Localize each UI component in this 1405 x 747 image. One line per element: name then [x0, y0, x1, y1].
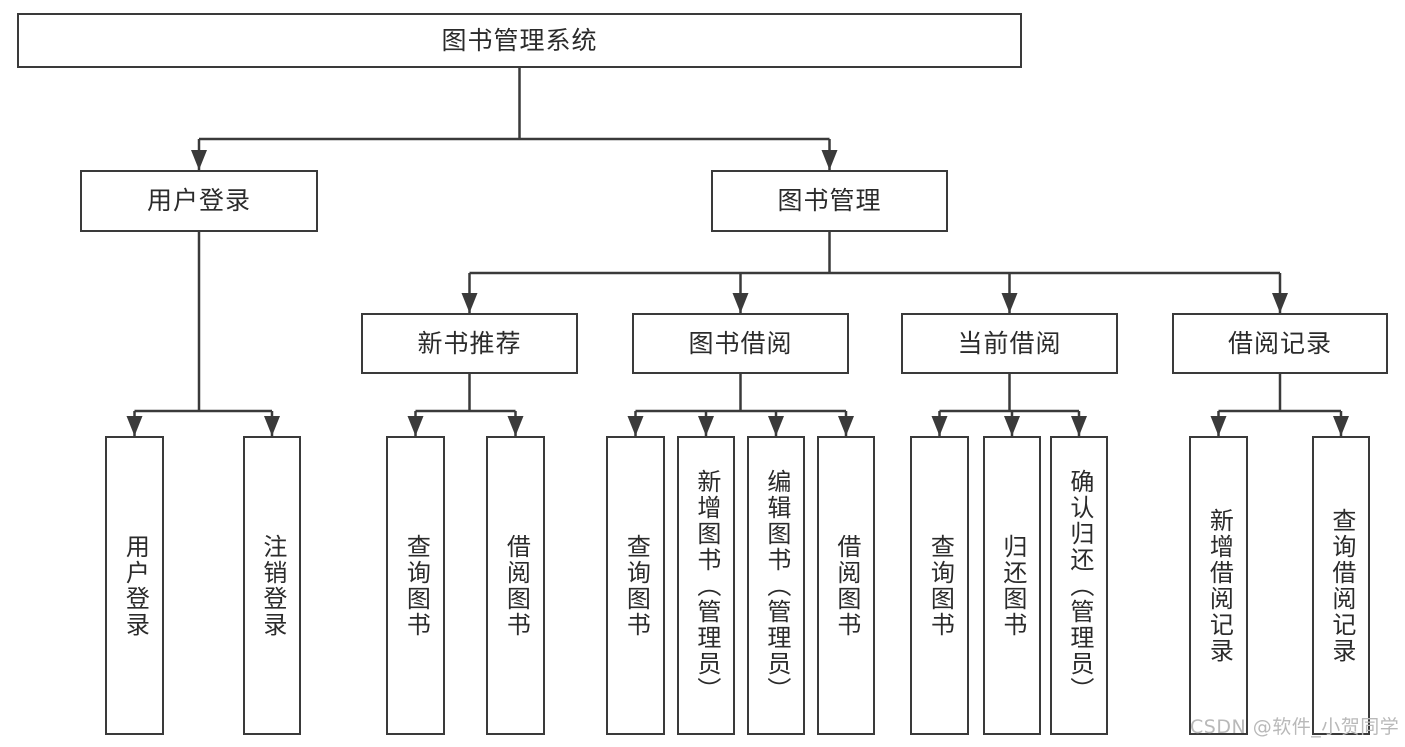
- node-label: 用户登录: [146, 186, 251, 216]
- node-label: 借阅图书: [502, 533, 531, 638]
- node-label: 编辑图书（管理员）: [762, 468, 791, 703]
- leaf-leaf-borrow-book[interactable]: 借阅图书: [817, 436, 875, 735]
- node-label: 图书借阅: [688, 328, 793, 358]
- leaf-leaf-query-book-cur[interactable]: 查询图书: [910, 436, 969, 735]
- node-current-borrow[interactable]: 当前借阅: [901, 313, 1118, 374]
- leaf-leaf-edit-book[interactable]: 编辑图书（管理员）: [747, 436, 805, 735]
- node-label: 图书管理: [777, 186, 882, 216]
- node-label: 查询图书: [622, 533, 651, 638]
- node-label: 借阅记录: [1227, 328, 1332, 358]
- watermark-label: CSDN @软件_小贺同学: [1190, 716, 1400, 738]
- leaf-leaf-borrow-book-rec[interactable]: 借阅图书: [486, 436, 545, 735]
- node-label: 查询图书: [402, 533, 431, 638]
- leaf-leaf-query-record[interactable]: 查询借阅记录: [1312, 436, 1370, 735]
- node-label: 新增图书（管理员）: [692, 468, 721, 703]
- node-new-book-rec[interactable]: 新书推荐: [361, 313, 578, 374]
- leaf-leaf-add-record[interactable]: 新增借阅记录: [1189, 436, 1248, 735]
- node-label: 图书管理系统: [441, 25, 598, 55]
- node-book-manage[interactable]: 图书管理: [711, 170, 948, 232]
- node-label: 当前借阅: [957, 328, 1062, 358]
- leaf-leaf-query-book-borrow[interactable]: 查询图书: [606, 436, 665, 735]
- node-label: 新增借阅记录: [1205, 507, 1234, 664]
- node-label: 用户登录: [121, 533, 150, 638]
- leaf-leaf-add-book[interactable]: 新增图书（管理员）: [677, 436, 735, 735]
- leaf-leaf-user-login[interactable]: 用户登录: [105, 436, 164, 735]
- node-label: 查询借阅记录: [1327, 507, 1356, 664]
- node-label: 查询图书: [926, 533, 955, 638]
- node-label: 新书推荐: [417, 328, 522, 358]
- leaf-leaf-confirm-return[interactable]: 确认归还（管理员）: [1050, 436, 1108, 735]
- node-root[interactable]: 图书管理系统: [17, 13, 1022, 68]
- leaf-leaf-return-book[interactable]: 归还图书: [983, 436, 1041, 735]
- node-borrow-record[interactable]: 借阅记录: [1172, 313, 1388, 374]
- leaf-leaf-user-logout[interactable]: 注销登录: [243, 436, 301, 735]
- node-user-login[interactable]: 用户登录: [80, 170, 318, 232]
- node-book-borrow[interactable]: 图书借阅: [632, 313, 849, 374]
- node-label: 借阅图书: [832, 533, 861, 638]
- leaf-leaf-query-book-rec[interactable]: 查询图书: [386, 436, 445, 735]
- node-label: 确认归还（管理员）: [1065, 468, 1094, 703]
- node-label: 注销登录: [258, 533, 287, 638]
- node-label: 归还图书: [998, 533, 1027, 638]
